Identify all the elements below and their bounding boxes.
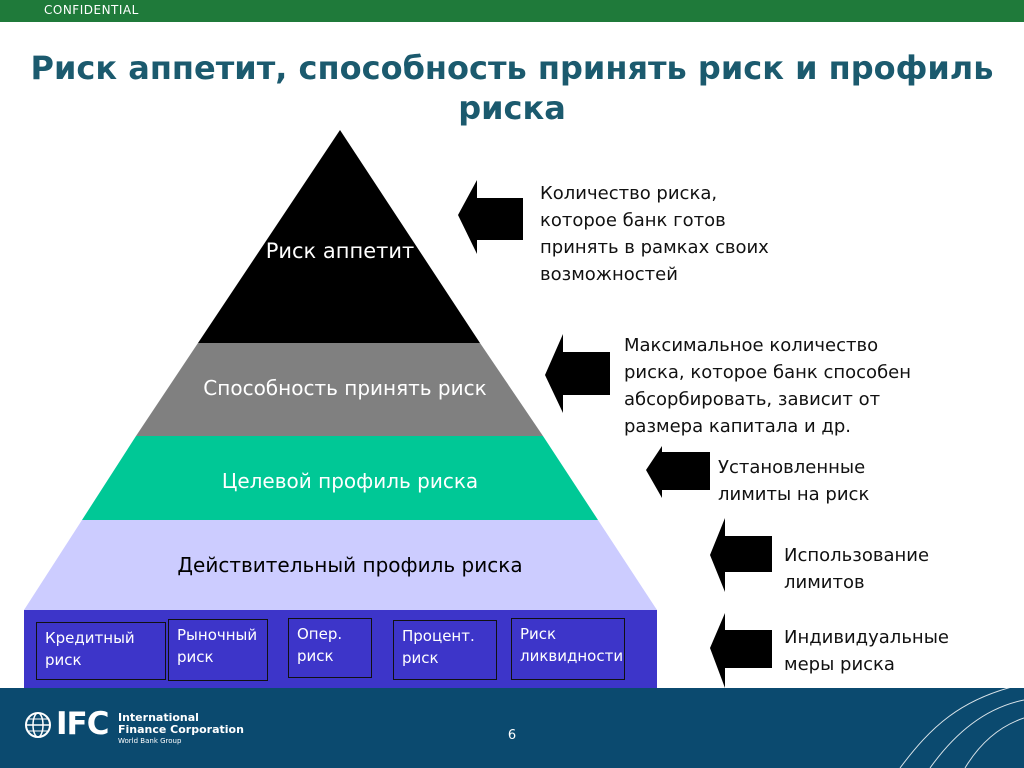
pyramid-level-target-profile: [82, 436, 598, 520]
risk-type-liquidity: Риск ликвидности: [511, 618, 625, 680]
footer-bar: [0, 688, 1024, 768]
pyramid-level-risk-capacity: [136, 343, 543, 436]
arrow-left-icon: [710, 613, 772, 688]
pyramid-level-actual-profile: [24, 520, 657, 610]
decorative-swirl: [899, 688, 1024, 768]
level-label-actual-profile: Действительный профиль риска: [177, 553, 523, 577]
description-risk-appetite: Количество риска, которое банк готов при…: [540, 183, 769, 285]
arrow-left-icon: [458, 180, 523, 254]
risk-type-market: Рыночный риск: [168, 619, 268, 681]
pyramid-level-risk-appetite: [198, 130, 480, 343]
level-label-risk-appetite: Риск аппетит: [265, 239, 415, 263]
org-name-line2: Finance Corporation: [118, 723, 244, 736]
risk-type-credit: Кредитный риск: [36, 622, 166, 680]
risk-type-interest: Процент. риск: [393, 620, 497, 680]
globe-icon: [25, 712, 51, 738]
arrow-left-icon: [646, 446, 710, 498]
description-limit-usage: Использование лимитов: [784, 545, 930, 593]
description-risk-limits: Установленные лимиты на риск: [718, 457, 870, 505]
level-label-target-profile: Целевой профиль риска: [221, 469, 479, 493]
arrow-left-icon: [545, 334, 610, 413]
confidential-bar: CONFIDENTIAL: [0, 0, 1024, 22]
arrow-left-icon: [710, 518, 772, 592]
slide-title: Риск аппетит, способность принять риск и…: [30, 49, 994, 127]
ifc-logo: IFC: [56, 706, 109, 742]
description-individual-measures: Индивидуальные меры риска: [784, 627, 949, 675]
org-name-line3: World Bank Group: [118, 737, 182, 745]
confidential-label: CONFIDENTIAL: [44, 3, 139, 17]
description-risk-capacity: Максимальное количество риска, которое б…: [624, 335, 912, 437]
level-label-risk-capacity: Способность принять риск: [203, 376, 487, 400]
page-number: 6: [507, 728, 517, 743]
risk-type-operational: Опер. риск: [288, 618, 372, 678]
org-name-line1: International: [118, 711, 199, 724]
